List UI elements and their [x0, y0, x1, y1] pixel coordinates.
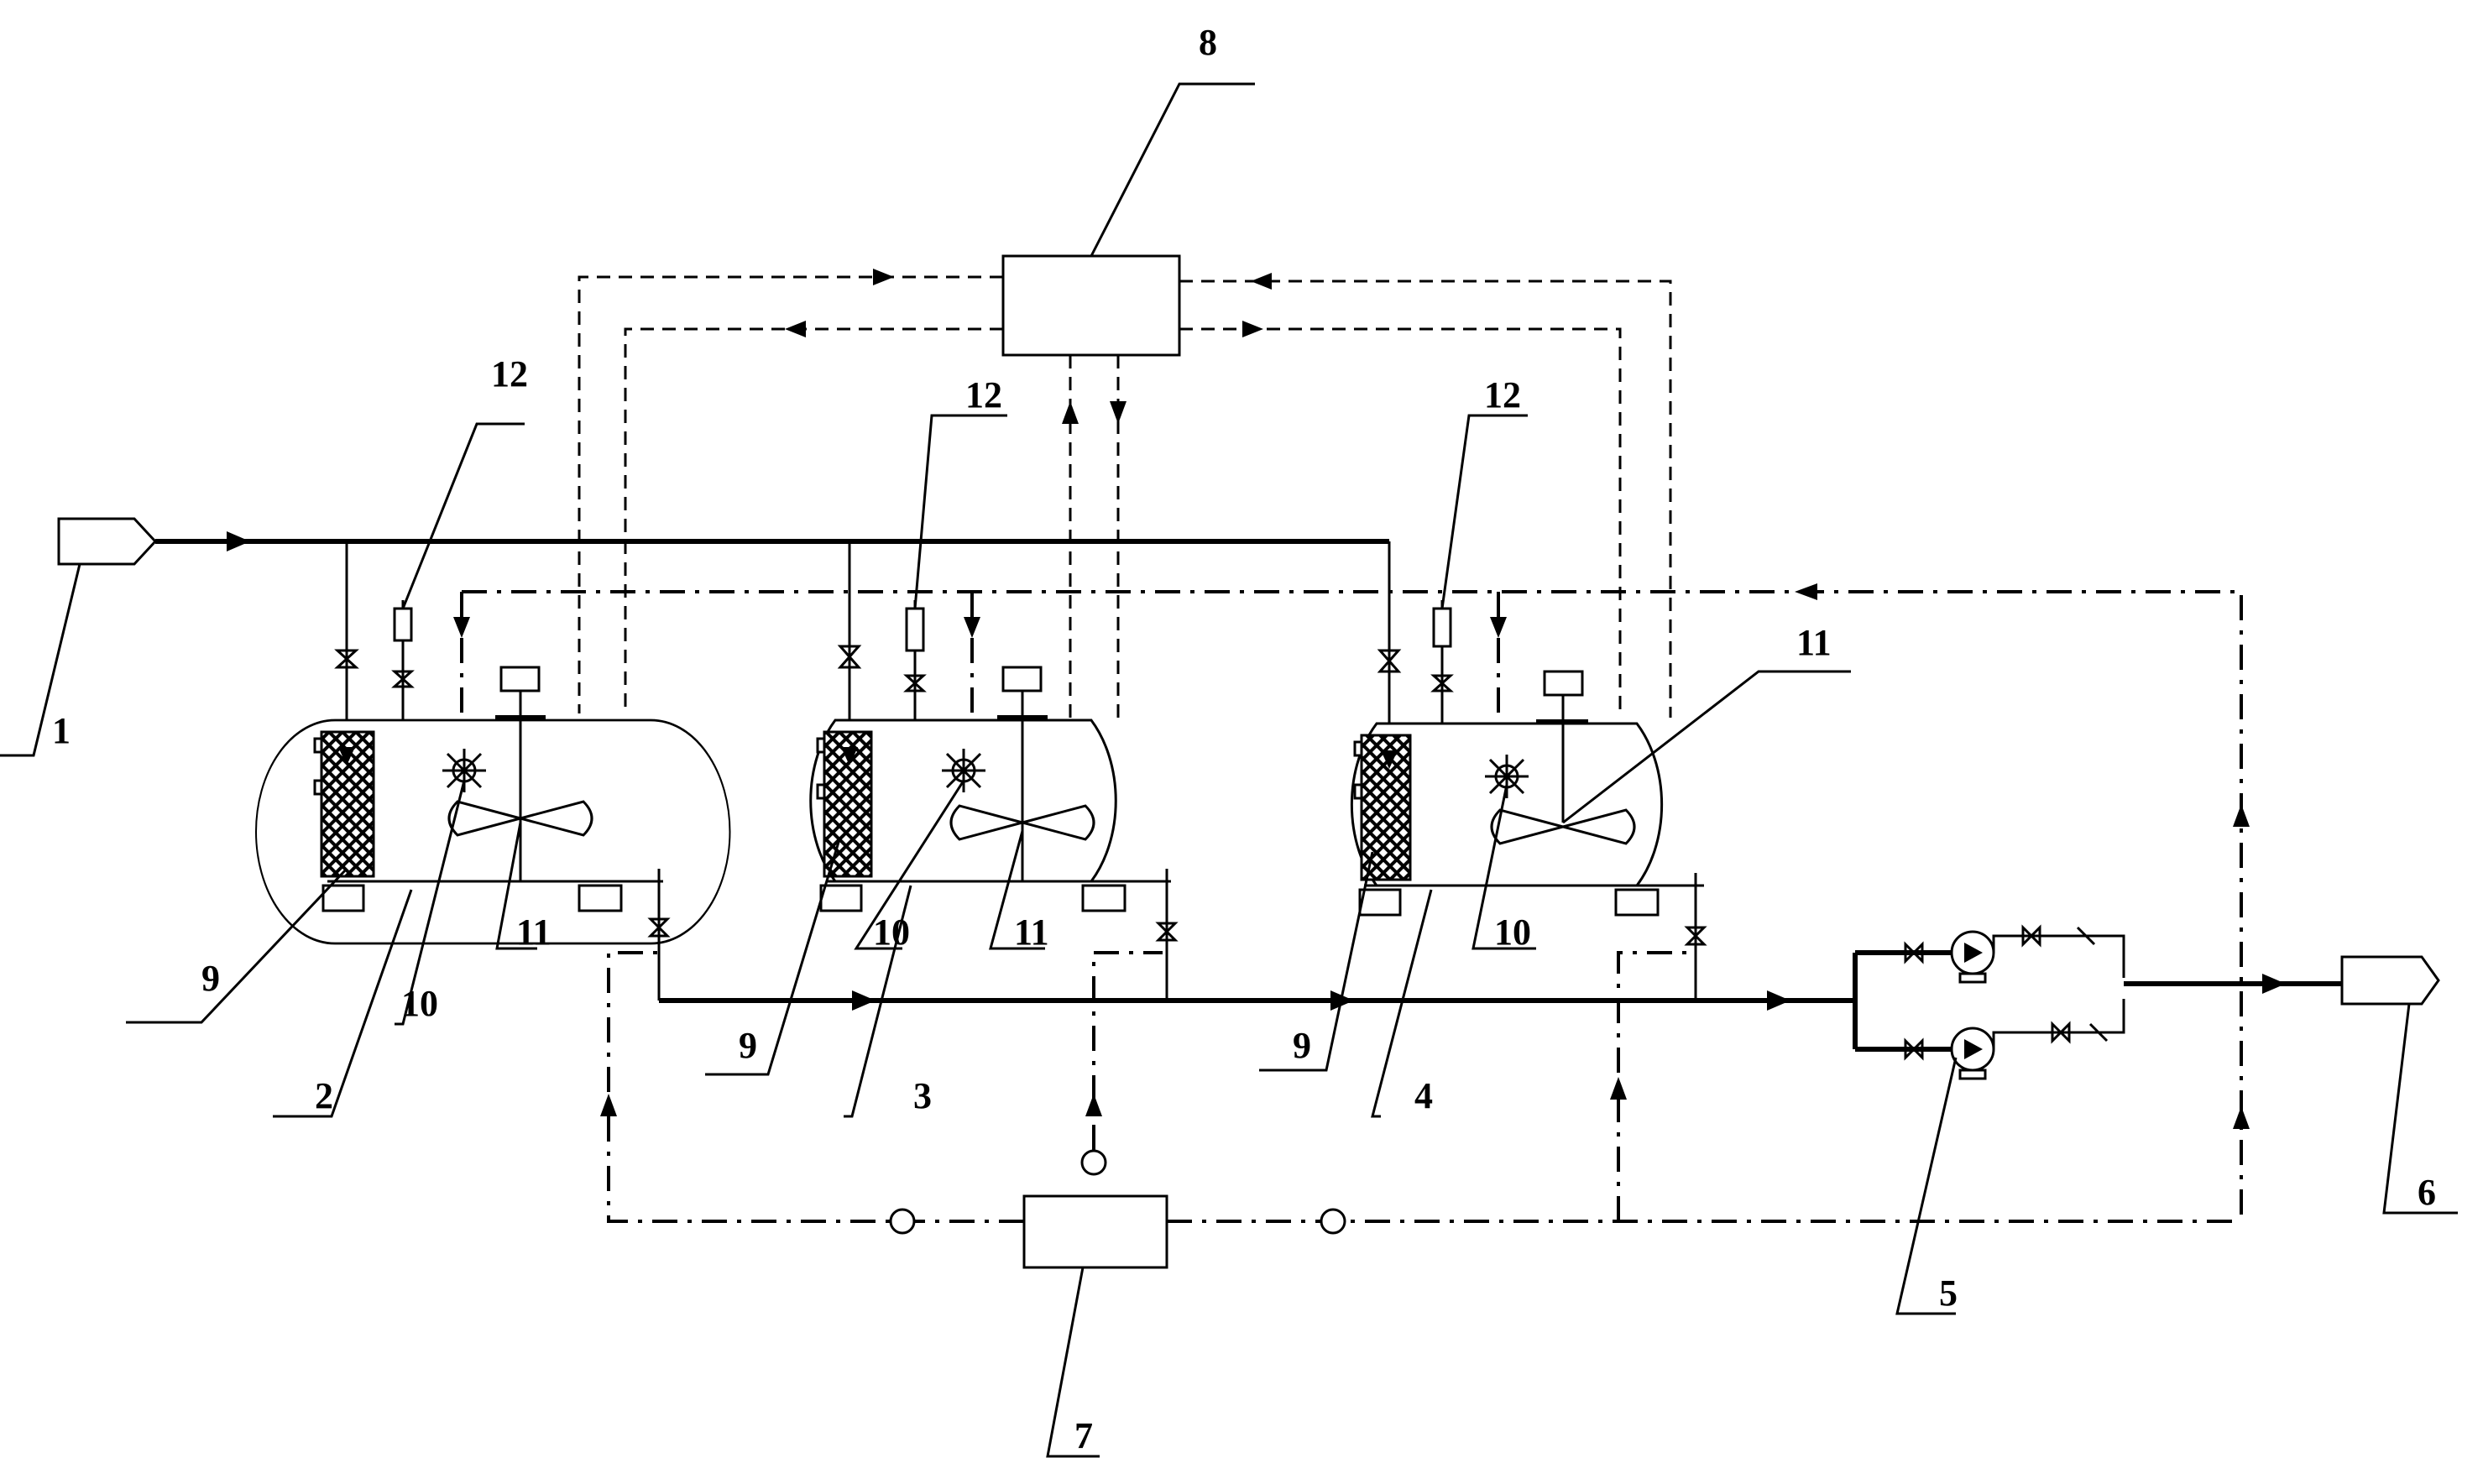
label-12c: 12: [1484, 374, 1521, 415]
label-11c: 11: [1796, 622, 1832, 663]
arrow-left: [1795, 583, 1817, 600]
label-2: 2: [315, 1075, 333, 1116]
label-5: 5: [1939, 1272, 1958, 1314]
meters-12: [391, 600, 1454, 730]
arrow-down: [453, 617, 470, 638]
recycle-unit-7: [600, 951, 2241, 1269]
arrow-down: [1490, 617, 1507, 638]
agitator-11: [447, 800, 525, 837]
arrow-up: [2233, 1106, 2250, 1129]
label-9c: 9: [1293, 1025, 1311, 1066]
label-12a: 12: [491, 353, 528, 395]
label-10a: 10: [401, 983, 438, 1024]
arrow-left: [1251, 273, 1272, 290]
label-9a: 9: [201, 958, 220, 999]
label-12b: 12: [965, 374, 1002, 415]
arrow-right: [227, 531, 250, 551]
label-8: 8: [1199, 22, 1217, 63]
control-signal-lines: [578, 269, 1672, 718]
arrow-down: [1110, 401, 1126, 424]
agitator-11: [949, 804, 1027, 841]
arrow-right: [1242, 321, 1263, 337]
label-10b: 10: [873, 912, 910, 953]
controller-box-8: [1001, 254, 1181, 357]
tank-2: [254, 666, 731, 945]
label-10c: 10: [1494, 912, 1531, 953]
agitator-11: [1490, 808, 1568, 845]
arrow-left: [785, 321, 806, 337]
reference-labels: 1 2 3 4 5 6 7 8 9 9 9 10 10 10 11 11 11 …: [52, 22, 2436, 1456]
label-9b: 9: [739, 1025, 757, 1066]
label-3: 3: [913, 1075, 932, 1116]
leader-lines: [0, 82, 2458, 1458]
inlet-1: [57, 517, 158, 566]
pump-station-5: [1853, 924, 2342, 1080]
arrow-up: [2233, 804, 2250, 827]
label-11a: 11: [516, 912, 551, 953]
arrow-up: [1062, 401, 1079, 424]
label-4: 4: [1414, 1075, 1433, 1116]
outlet-6: [2340, 955, 2440, 1006]
supply-line: [155, 531, 1402, 730]
label-1: 1: [52, 710, 71, 751]
tank-4: [1350, 670, 1704, 917]
recycle-line: [453, 583, 2250, 1221]
arrow-down: [964, 617, 980, 638]
tank-3: [809, 666, 1171, 912]
label-7: 7: [1074, 1415, 1093, 1456]
label-11b: 11: [1014, 912, 1049, 953]
arrow-right: [873, 269, 894, 285]
discharge-header: [647, 869, 1855, 1011]
label-6: 6: [2418, 1172, 2436, 1213]
